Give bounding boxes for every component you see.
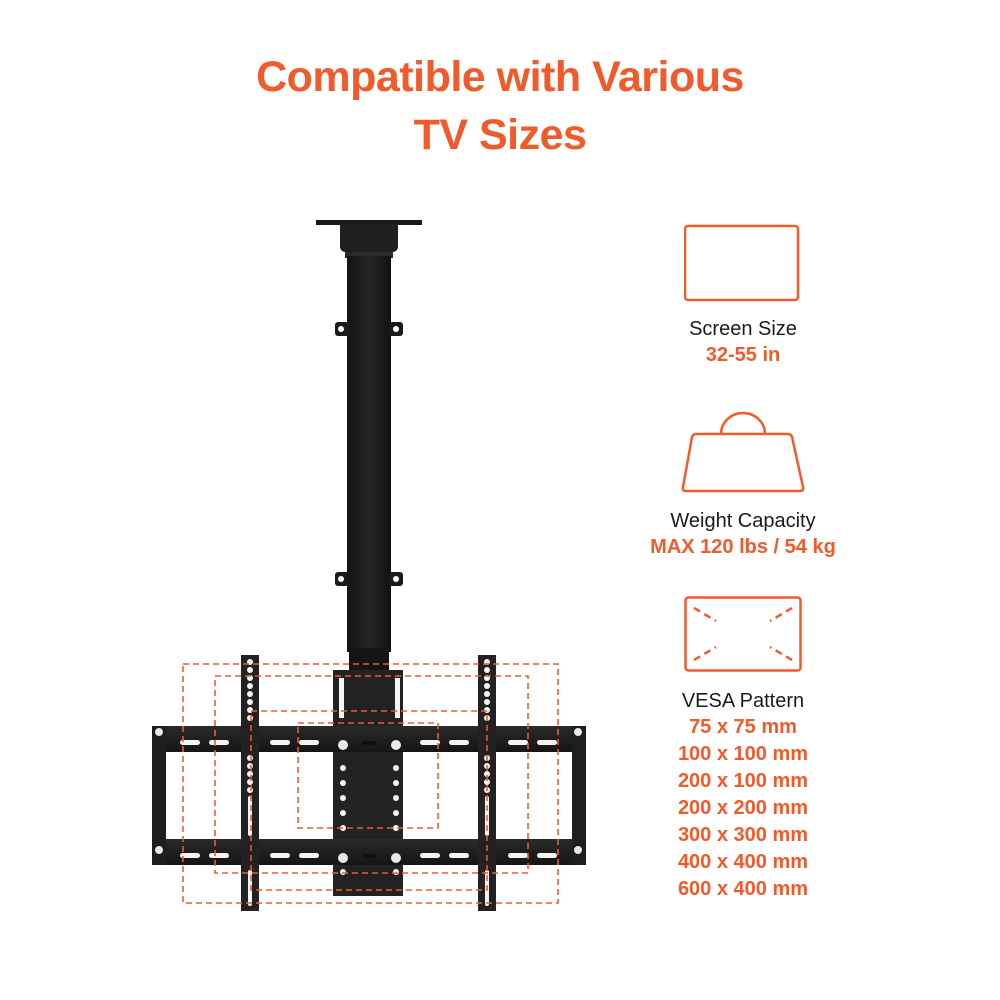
spec-weight-capacity: Weight Capacity MAX 120 lbs / 54 kg [620, 410, 866, 561]
title-line-1: Compatible with Various [256, 53, 744, 101]
vesa-outline-600x400 [182, 663, 559, 904]
vesa-value: 200 x 100 mm [677, 770, 809, 792]
weight-capacity-label: Weight Capacity [670, 510, 816, 532]
weight-icon [681, 411, 805, 493]
weight-capacity-value: MAX 120 lbs / 54 kg [650, 536, 836, 558]
spec-screen-size: Screen Size 32-55 in [620, 224, 866, 369]
page-title: Compatible with Various TV Sizes [0, 48, 1000, 164]
vesa-value: 75 x 75 mm [689, 716, 797, 738]
vesa-outline-200x200 [297, 722, 439, 829]
vesa-value: 300 x 300 mm [677, 824, 809, 846]
horizontal-bars [152, 726, 586, 865]
title-line-2: TV Sizes [413, 111, 587, 159]
screen-icon [684, 224, 800, 302]
screen-size-label: Screen Size [689, 318, 797, 340]
screen-size-value: 32-55 in [705, 344, 781, 366]
vesa-outlines [182, 663, 559, 904]
upper-pole [347, 256, 391, 652]
vesa-outline-300x300 [250, 710, 488, 891]
vesa-value: 600 x 400 mm [677, 878, 809, 900]
vesa-pattern-icon [684, 596, 802, 672]
spec-vesa-pattern: VESA Pattern 75 x 75 mm 100 x 100 mm 200… [620, 596, 866, 903]
vesa-value: 200 x 200 mm [677, 797, 809, 819]
vesa-value: 100 x 100 mm [677, 743, 809, 765]
ceiling-plate [316, 220, 422, 258]
vesa-pattern-label: VESA Pattern [681, 690, 805, 712]
vesa-outline-400x400 [214, 675, 529, 874]
vesa-value: 400 x 400 mm [677, 851, 809, 873]
